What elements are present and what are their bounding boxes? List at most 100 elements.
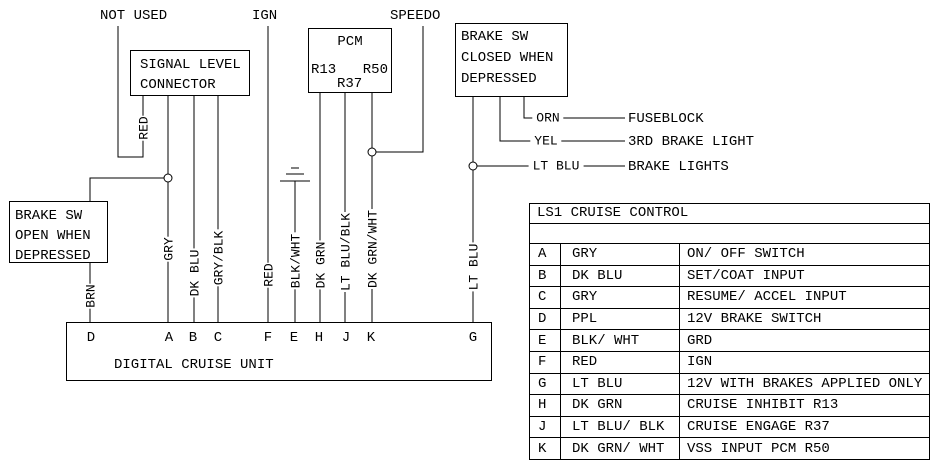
- pcm-pin-r37: R37: [337, 76, 363, 92]
- wire-yel: [499, 97, 625, 142]
- dcu-pin-e: E: [289, 330, 299, 346]
- signal-level-connector-box: SIGNAL LEVEL CONNECTOR: [130, 50, 250, 96]
- table-row: G LT BLU 12V WITH BRAKES APPLIED ONLY: [530, 372, 929, 395]
- ign-label: IGN: [252, 8, 278, 24]
- table-row: K DK GRN/ WHT VSS INPUT PCM R50: [530, 437, 929, 459]
- table-row: F RED IGN: [530, 350, 929, 373]
- cell-color: LT BLU/ BLK: [561, 416, 680, 438]
- ground-icon: [280, 167, 310, 182]
- not-used-label: NOT USED: [100, 8, 168, 24]
- box-text-line: CONNECTOR: [140, 77, 216, 93]
- pinout-table-title: LS1 CRUISE CONTROL: [537, 205, 689, 221]
- wire-speedo: [372, 26, 424, 153]
- box-text-line: SIGNAL LEVEL: [140, 57, 241, 73]
- cell-color: GRY: [561, 244, 680, 265]
- cell-color: PPL: [561, 308, 680, 330]
- pcm-pin-r13: R13: [311, 62, 337, 78]
- cell-pin: H: [530, 395, 561, 416]
- cell-color: DK BLU: [561, 265, 680, 287]
- wire-orn: [523, 97, 625, 119]
- cell-pin: F: [530, 351, 561, 373]
- cell-function: SET/COAT INPUT: [687, 267, 805, 284]
- digital-cruise-unit-box: D A B C F E H J K G DIGITAL CRUISE UNIT: [66, 322, 492, 381]
- cell-pin: C: [530, 287, 561, 308]
- cell-pin: G: [530, 373, 561, 395]
- junction-node: [367, 147, 377, 157]
- cell-function: RESUME/ ACCEL INPUT: [687, 289, 847, 306]
- brake-sw-open-box: BRAKE SW OPEN WHEN DEPRESSED: [9, 201, 108, 264]
- cell-color: GRY: [561, 287, 680, 308]
- cell-function: CRUISE ENGAGE R37: [687, 419, 830, 436]
- box-text-line: CLOSED WHEN: [461, 50, 554, 66]
- junction-nodes: [163, 147, 478, 183]
- dcu-pin-g: G: [468, 330, 478, 346]
- box-text-line: OPEN WHEN: [15, 228, 91, 244]
- pinout-table-spacer: [530, 223, 929, 243]
- wire-label-yel: YEL: [530, 133, 562, 149]
- cell-color: LT BLU: [561, 373, 680, 395]
- speedo-label: SPEEDO: [390, 8, 441, 24]
- wire-label-lt-blu: LT BLU: [465, 242, 483, 292]
- wire-label-red-connector: RED: [135, 115, 153, 141]
- cell-function: 12V WITH BRAKES APPLIED ONLY: [687, 375, 923, 392]
- wire-label-dk-grn: DK GRN: [312, 240, 330, 290]
- dcu-pin-a: A: [164, 330, 174, 346]
- table-row: J LT BLU/ BLK CRUISE ENGAGE R37: [530, 415, 929, 438]
- cell-function: CRUISE INHIBIT R13: [687, 397, 839, 414]
- cell-color: RED: [561, 351, 680, 373]
- cell-function: ON/ OFF SWITCH: [687, 246, 805, 263]
- table-row: H DK GRN CRUISE INHIBIT R13: [530, 394, 929, 416]
- junction-node: [468, 161, 478, 171]
- cell-function: VSS INPUT PCM R50: [687, 440, 830, 457]
- dcu-pin-c: C: [213, 330, 223, 346]
- wire-label-red-ign: RED: [260, 262, 278, 288]
- dcu-pin-d: D: [86, 330, 96, 346]
- table-row: A GRY ON/ OFF SWITCH: [530, 243, 929, 265]
- dcu-pin-j: J: [341, 330, 351, 346]
- box-text-line: BRAKE SW: [15, 208, 83, 224]
- junction-node: [163, 173, 173, 183]
- wire-label-gry-blk: GRY/BLK: [210, 229, 228, 287]
- third-brake-light-label: 3RD BRAKE LIGHT: [628, 134, 755, 150]
- wire-label-brn: BRN: [82, 283, 100, 309]
- cell-pin: K: [530, 438, 561, 459]
- wire-label-blk-wht: BLK/WHT: [287, 232, 305, 290]
- cell-color: BLK/ WHT: [561, 330, 680, 351]
- wire-label-gry: GRY: [160, 236, 178, 262]
- wire-label-lt-blu-branch: LT BLU: [528, 158, 584, 174]
- dcu-pin-h: H: [314, 330, 324, 346]
- pcm-title: PCM: [337, 34, 363, 50]
- cell-function: 12V BRAKE SWITCH: [687, 311, 822, 328]
- pinout-table: LS1 CRUISE CONTROL A GRY ON/ OFF SWITCH …: [529, 203, 930, 460]
- pcm-pin-r50: R50: [362, 62, 388, 78]
- cell-color: DK GRN: [561, 395, 680, 416]
- cell-pin: B: [530, 265, 561, 287]
- table-row: D PPL 12V BRAKE SWITCH: [530, 307, 929, 330]
- brake-sw-closed-box: BRAKE SW CLOSED WHEN DEPRESSED: [455, 23, 568, 97]
- pcm-box: PCM R13 R50 R37: [308, 28, 392, 93]
- cell-pin: J: [530, 416, 561, 438]
- box-text-line: DEPRESSED: [15, 248, 91, 264]
- cell-function: GRD: [687, 332, 713, 349]
- wire-gry: [89, 96, 169, 322]
- table-row: C GRY RESUME/ ACCEL INPUT: [530, 286, 929, 308]
- digital-cruise-unit-title: DIGITAL CRUISE UNIT: [114, 357, 274, 373]
- dcu-pin-f: F: [263, 330, 273, 346]
- fuseblock-label: FUSEBLOCK: [628, 111, 704, 127]
- table-row: E BLK/ WHT GRD: [530, 329, 929, 351]
- cell-function: IGN: [687, 354, 713, 371]
- box-text-line: BRAKE SW: [461, 29, 529, 45]
- wire-label-lt-blu-blk: LT BLU/BLK: [337, 211, 355, 293]
- wire-label-dk-blu: DK BLU: [186, 248, 204, 298]
- brake-lights-label: BRAKE LIGHTS: [628, 159, 729, 175]
- dcu-pin-b: B: [188, 330, 198, 346]
- cell-color: DK GRN/ WHT: [561, 438, 680, 459]
- wire-label-dk-grn-wht: DK GRN/WHT: [364, 208, 382, 290]
- wire-label-orn: ORN: [532, 110, 564, 126]
- dcu-pin-k: K: [366, 330, 376, 346]
- box-text-line: DEPRESSED: [461, 71, 537, 87]
- table-row: B DK BLU SET/COAT INPUT: [530, 264, 929, 287]
- cell-pin: E: [530, 330, 561, 351]
- cell-pin: A: [530, 244, 561, 265]
